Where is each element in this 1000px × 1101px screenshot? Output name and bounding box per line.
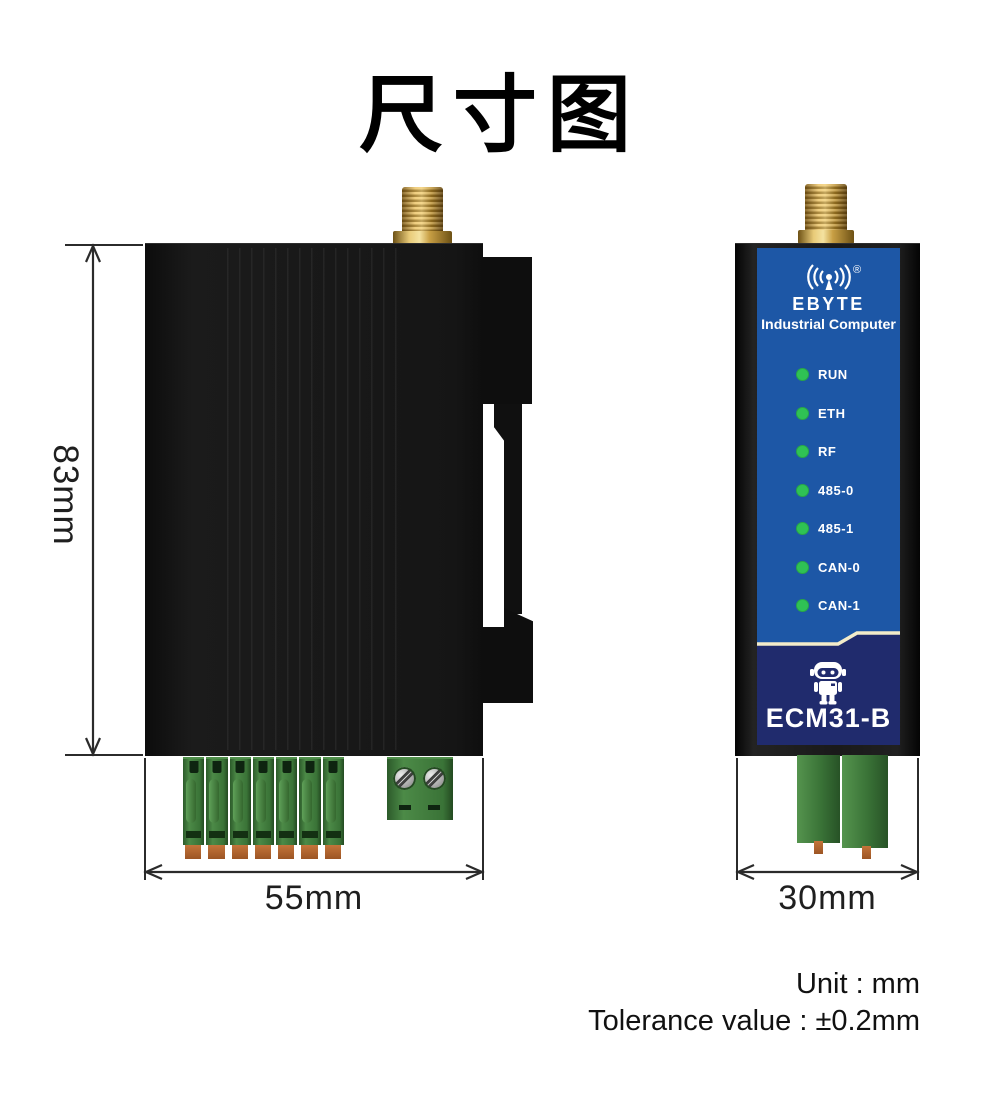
led-dot-icon <box>796 368 809 381</box>
led-dot-icon <box>796 599 809 612</box>
brand-tagline: Industrial Computer <box>761 317 896 333</box>
antenna-hex-nut <box>798 230 854 244</box>
led-dot-icon <box>796 406 809 420</box>
width-dimension-side <box>143 758 485 881</box>
led-dot-icon <box>796 483 809 497</box>
height-dimension-label: 83mm <box>46 444 85 546</box>
screw-icon <box>423 767 446 790</box>
led-indicator-can-0: CAN-0 <box>796 560 860 575</box>
led-dot-icon <box>796 522 809 535</box>
width-dimension-front <box>735 758 920 881</box>
brand-logo <box>757 264 900 299</box>
led-indicator-run: RUN <box>796 367 860 382</box>
front-terminal-block-right <box>842 755 888 848</box>
led-indicator-rf: RF <box>796 444 860 459</box>
brand-name: EBYTE <box>792 294 865 314</box>
terminal-block-7pin <box>182 757 345 859</box>
notes-block: Unit : mm Tolerance value : ±0.2mm <box>420 966 920 1040</box>
width-dimension-side-label: 55mm <box>264 879 364 917</box>
heatsink-fins <box>227 248 407 750</box>
screw-icon <box>393 767 416 790</box>
din-rail-clip <box>483 257 532 404</box>
led-dot-icon <box>796 445 809 458</box>
terminal-pin <box>229 757 251 859</box>
terminal-pin <box>814 841 823 854</box>
model-label: ECM31-B <box>765 703 892 733</box>
antenna-connector-icon <box>805 184 847 232</box>
tolerance-note: Tolerance value : ±0.2mm <box>588 1005 920 1037</box>
height-dimension <box>65 243 143 757</box>
page-title: 尺寸图 <box>358 68 641 162</box>
terminal-pin <box>322 757 344 859</box>
terminal-hole <box>428 805 440 810</box>
terminal-pin <box>862 846 871 859</box>
led-indicator-485-0: 485-0 <box>796 483 860 498</box>
led-dot-icon <box>796 560 809 574</box>
led-indicator-list: RUN ETH RF 485-0 485-1 CAN-0 <box>796 367 860 613</box>
led-indicator-can-1: CAN-1 <box>796 598 860 613</box>
antenna-signal-icon <box>806 264 851 290</box>
din-rail-clip-strip <box>504 404 522 614</box>
terminal-pin <box>299 757 321 859</box>
power-terminal-2pin <box>387 757 453 820</box>
led-indicator-485-1: 485-1 <box>796 521 860 536</box>
terminal-pin <box>252 757 275 859</box>
front-label-panel: ® EBYTE Industrial Computer RUN ETH RF 4… <box>757 248 900 745</box>
led-indicator-eth: ETH <box>796 406 860 421</box>
antenna-hex-nut <box>393 231 452 245</box>
din-rail-clip-foot <box>483 608 533 703</box>
terminal-hole <box>399 805 411 810</box>
antenna-connector-icon <box>402 187 443 233</box>
registered-trademark-mark: ® <box>853 264 862 276</box>
robot-icon <box>810 662 846 705</box>
unit-note: Unit : mm <box>795 968 920 1000</box>
terminal-pin <box>183 757 205 859</box>
terminal-pin <box>276 757 298 859</box>
front-terminal-block-left <box>797 755 840 843</box>
terminal-pin <box>206 757 228 859</box>
width-dimension-front-label: 30mm <box>778 879 877 917</box>
device-side-body <box>145 243 483 756</box>
